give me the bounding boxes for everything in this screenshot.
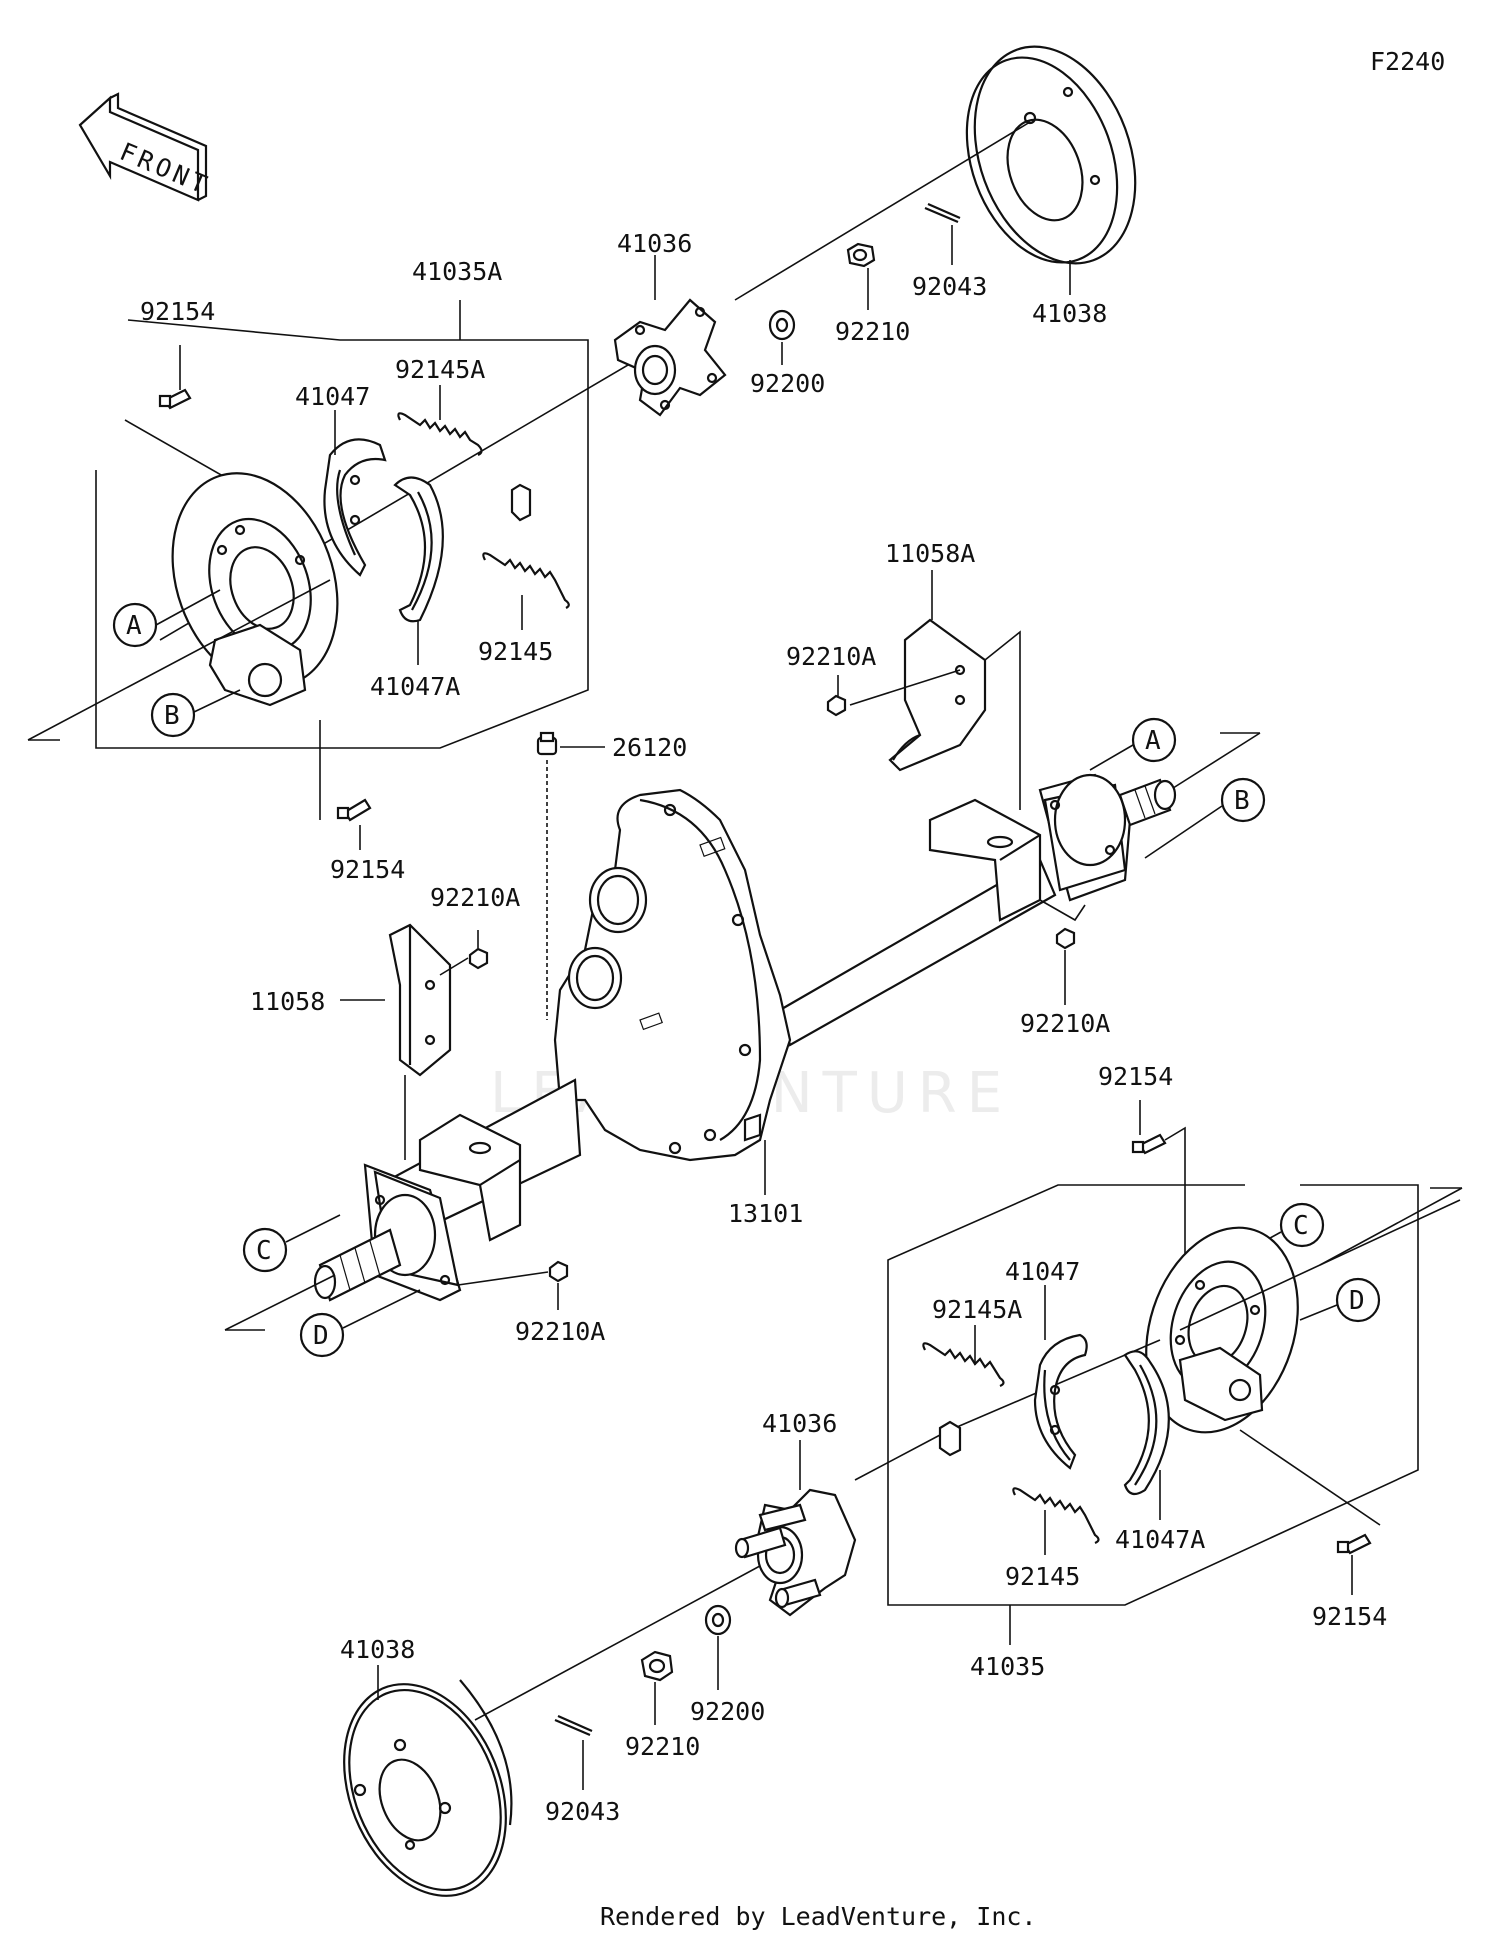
part-label-92200-top: 92200	[750, 369, 825, 398]
part-label-13101: 13101	[728, 1199, 803, 1228]
bracket-11058A	[888, 618, 987, 772]
part-label-41038-bottom: 41038	[340, 1635, 415, 1664]
castle-nut-bottom	[640, 1650, 674, 1682]
nut-92210A-right-lower	[1055, 927, 1076, 950]
svg-text:A: A	[126, 611, 142, 641]
bracket-11058	[388, 923, 452, 1077]
spring-92145-bottom	[1012, 1487, 1100, 1545]
svg-text:C: C	[256, 1236, 272, 1266]
bolt-92154-bottom-right	[1336, 1533, 1372, 1555]
part-label-41036-bottom: 41036	[762, 1409, 837, 1438]
part-label-92145-top: 92145	[478, 637, 553, 666]
callout-C-left: C	[242, 1227, 288, 1273]
part-label-92210A-left-upper: 92210A	[430, 883, 520, 912]
wheel-hub-bottom	[734, 1488, 857, 1617]
kit-bracket-41035A	[95, 319, 589, 749]
nut-92210A-right-upper	[826, 694, 847, 717]
part-label-41035: 41035	[970, 1652, 1045, 1681]
part-label-92210-top: 92210	[835, 317, 910, 346]
part-label-92154-top-left: 92154	[140, 297, 215, 326]
callout-C-right: C	[1279, 1202, 1325, 1248]
wheel-hub-top	[613, 298, 727, 417]
part-label-41036-top: 41036	[617, 229, 692, 258]
cotter-pin-bottom	[554, 1714, 593, 1737]
part-label-92154-bottom-right: 92154	[1312, 1602, 1387, 1631]
part-label-92210-bottom: 92210	[625, 1732, 700, 1761]
bolt-92154-middle-left	[336, 798, 372, 822]
spring-92145-top	[482, 552, 570, 609]
plug-26120	[536, 731, 558, 756]
brake-drum-top	[965, 45, 1137, 265]
part-label-92043-top: 92043	[912, 272, 987, 301]
part-label-92145A-bottom: 92145A	[932, 1295, 1022, 1324]
part-label-92200-bottom: 92200	[690, 1697, 765, 1726]
callout-B-left: B	[150, 692, 196, 738]
part-label-92145-bottom: 92145	[1005, 1562, 1080, 1591]
part-label-41047A-bottom: 41047A	[1115, 1525, 1205, 1554]
part-label-92145A-top: 92145A	[395, 355, 485, 384]
part-label-92210A-right-upper: 92210A	[786, 642, 876, 671]
clip-bottom	[938, 1420, 962, 1457]
svg-text:B: B	[1234, 786, 1250, 816]
clip-top	[510, 483, 532, 522]
svg-text:A: A	[1145, 726, 1161, 756]
washer-bottom	[704, 1604, 732, 1636]
brake-shoe-41047A-bottom	[1123, 1350, 1170, 1496]
callout-A-left: A	[112, 602, 158, 648]
brake-shoe-41047-bottom	[1033, 1333, 1088, 1470]
callout-D-right: D	[1335, 1277, 1381, 1323]
axle-housing-13101	[313, 773, 1177, 1302]
callout-A-right: A	[1131, 717, 1177, 763]
svg-text:D: D	[1349, 1286, 1365, 1316]
part-label-41038-top: 41038	[1032, 299, 1107, 328]
front-arrow-icon: FRONT	[78, 92, 215, 202]
svg-text:D: D	[313, 1321, 329, 1351]
spring-92145A-top	[397, 412, 483, 457]
callout-D-left: D	[299, 1312, 345, 1358]
washer-top	[768, 309, 796, 341]
part-label-41047A-top: 41047A	[370, 672, 460, 701]
part-label-11058: 11058	[250, 987, 325, 1016]
part-label-41035A: 41035A	[412, 257, 502, 286]
nut-92210A-left-upper	[468, 947, 489, 970]
castle-nut-top	[846, 242, 876, 268]
part-label-41047-top: 41047	[295, 382, 370, 411]
svg-text:C: C	[1293, 1211, 1309, 1241]
cotter-pin-top	[924, 202, 961, 224]
footer-text: Rendered by LeadVenture, Inc.	[600, 1902, 1037, 1931]
part-label-92154-middle-left: 92154	[330, 855, 405, 884]
bolt-92154-top-left	[158, 388, 192, 410]
backing-plate-top-left	[171, 472, 339, 707]
part-label-92210A-right-lower: 92210A	[1020, 1009, 1110, 1038]
brake-drum-bottom	[343, 1679, 513, 1897]
brake-shoe-41047-top	[323, 438, 387, 577]
diagram-code: F2240	[1370, 47, 1445, 76]
brake-shoe-41047A-top	[393, 476, 444, 623]
backing-plate-bottom-right	[1145, 1226, 1299, 1434]
spring-92145A-bottom	[922, 1342, 1005, 1388]
part-label-92043-bottom: 92043	[545, 1797, 620, 1826]
svg-text:B: B	[164, 701, 180, 731]
part-label-11058A: 11058A	[885, 539, 975, 568]
part-label-41047-bottom: 41047	[1005, 1257, 1080, 1286]
part-label-92210A-left-lower: 92210A	[515, 1317, 605, 1346]
part-label-92154-middle-right: 92154	[1098, 1062, 1173, 1091]
bolt-92154-middle-right	[1131, 1133, 1167, 1155]
callout-B-right: B	[1220, 777, 1266, 823]
part-label-26120: 26120	[612, 733, 687, 762]
kit-bracket-41035	[887, 1184, 1419, 1606]
nut-92210A-left-lower	[548, 1260, 569, 1283]
